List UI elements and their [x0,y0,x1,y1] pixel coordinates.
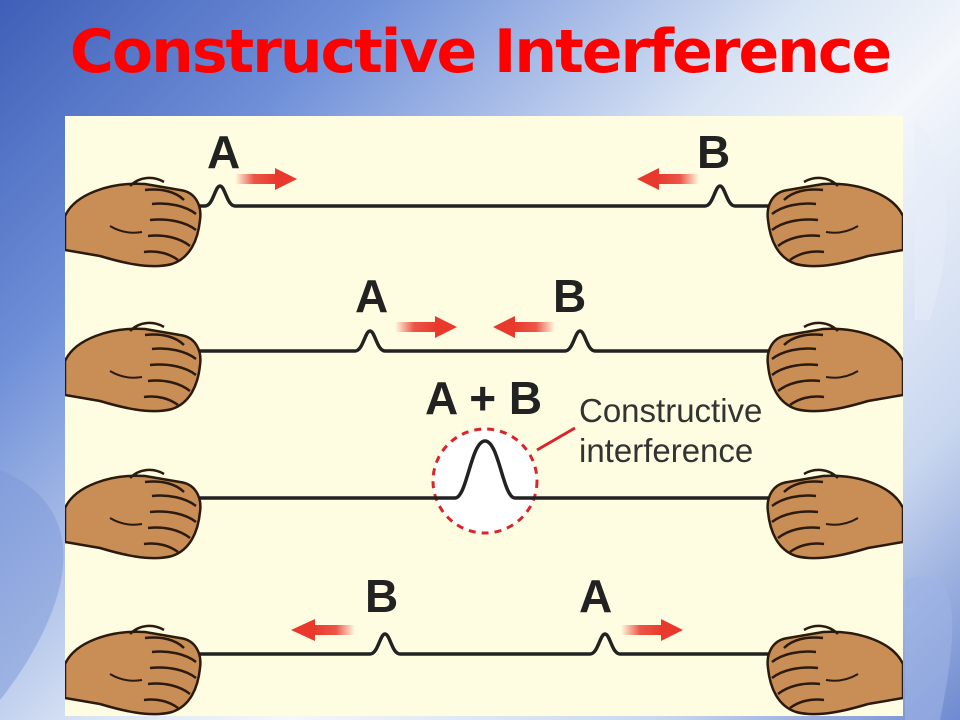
pulse-label: A [579,570,612,622]
rope-row-3: A + B Constructive interference [65,372,903,560]
right-arrow-icon [621,619,683,641]
pulse-label: B [697,126,730,178]
callout-text-line1: Constructive [579,392,762,429]
slide-title: Constructive Interference [69,17,892,87]
hand-right-icon [766,321,903,413]
pulse-label: B [553,270,586,322]
hand-left-icon [65,624,202,716]
rope-row-1: A B [65,126,903,268]
hand-right-icon [766,468,903,560]
rope-row-2: A B [65,270,903,413]
highlight-circle [431,427,539,535]
interference-diagram: A B A B [65,126,903,716]
pulse-label: B [365,570,398,622]
left-arrow-icon [291,619,355,641]
callout-line [536,426,576,452]
rope-row-4: B A [65,570,903,716]
hand-left-icon [65,468,202,560]
figure-panel: A B A B [65,116,903,716]
hand-right-icon [766,176,903,268]
left-arrow-icon [493,316,555,338]
left-arrow-icon [637,168,699,190]
pulse-label: A [207,126,240,178]
hand-right-icon [766,624,903,716]
right-arrow-icon [235,168,297,190]
right-arrow-icon [395,316,457,338]
combined-label: A + B [425,372,542,424]
callout-text-line2: interference [579,432,753,469]
hand-left-icon [65,321,202,413]
hand-left-icon [65,176,202,268]
pulse-label: A [355,270,388,322]
